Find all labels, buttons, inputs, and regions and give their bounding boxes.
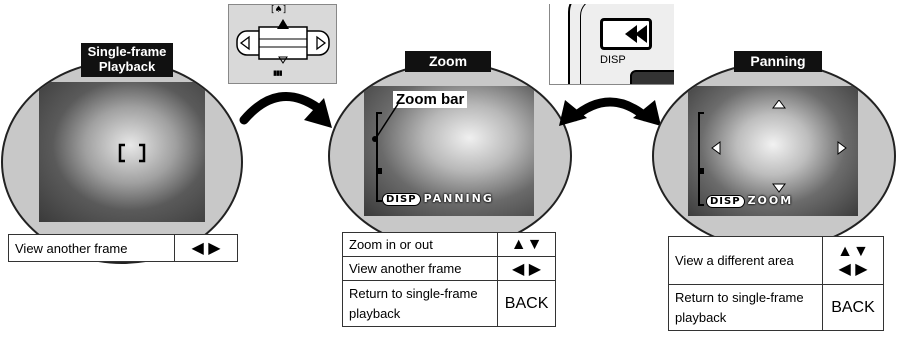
back-key[interactable]: BACK	[822, 284, 884, 331]
hint-text: PANNING	[423, 192, 494, 205]
action-cell: View another frame	[8, 234, 175, 262]
action-cell: View another frame	[341, 256, 499, 281]
focus-frame-icon	[118, 143, 146, 163]
zoom-lever-inset: [♠] ▮▮▮	[228, 4, 337, 84]
zoom-bar-indicator	[376, 112, 382, 202]
zoom-operations-table: Zoom in or out ▲▼ View another frame ◀ ▶…	[341, 232, 556, 327]
table-row: Return to single-frame playback BACK	[341, 280, 556, 327]
action-cell: Return to single-frame playback	[341, 280, 499, 327]
up-down-keys[interactable]: ▲▼	[497, 232, 556, 257]
zoom-bar-indicator	[698, 112, 704, 206]
action-cell: Return to single-frame playback	[668, 284, 823, 331]
single-frame-photo	[39, 82, 205, 222]
single-operations-table: View another frame ◀ ▶	[8, 234, 238, 262]
arrow-zoom-panning-icon	[559, 97, 661, 126]
disp-button-inset: DISP	[549, 4, 674, 85]
mode-label-panning: Panning	[734, 51, 822, 72]
action-cell: Zoom in or out	[341, 232, 499, 257]
table-row: View a different area ▲▼ ◀ ▶	[668, 236, 884, 285]
back-button-icon[interactable]	[600, 18, 652, 50]
left-right-keys[interactable]: ◀ ▶	[174, 234, 238, 262]
table-row: View another frame ◀ ▶	[8, 234, 238, 262]
zoom-bar-position	[698, 168, 704, 174]
zoom-wide-icon: ▮▮▮	[273, 70, 283, 77]
disp-key-label: DISP	[706, 195, 745, 208]
arrow-to-zoom-icon	[239, 91, 332, 128]
zoom-bar-position	[376, 168, 382, 174]
disp-button[interactable]	[630, 70, 674, 84]
table-row: View another frame ◀ ▶	[341, 256, 556, 281]
single-frame-view	[1, 60, 243, 264]
zoom-tele-icon: [♠]	[271, 5, 287, 15]
zoom-lever-icon[interactable]	[233, 19, 333, 67]
direction-keys[interactable]: ▲▼ ◀ ▶	[822, 236, 884, 285]
zoom-bar-callout: Zoom bar	[393, 91, 468, 108]
back-key[interactable]: BACK	[497, 280, 556, 327]
left-right-keys[interactable]: ◀ ▶	[497, 256, 556, 281]
table-row: Zoom in or out ▲▼	[341, 232, 556, 257]
action-cell: View a different area	[668, 236, 823, 285]
mode-label-zoom: Zoom	[405, 51, 491, 72]
mode-label-single: Single-frame Playback	[81, 43, 173, 77]
hint-text: ZOOM	[747, 194, 794, 207]
disp-key-label: DISP	[382, 193, 421, 206]
callout-line-icon	[372, 103, 399, 142]
disp-label: DISP	[600, 54, 626, 66]
table-row: Return to single-frame playback BACK	[668, 284, 884, 331]
panning-operations-table: View a different area ▲▼ ◀ ▶ Return to s…	[668, 236, 884, 331]
pan-direction-arrows-icon	[711, 100, 847, 193]
